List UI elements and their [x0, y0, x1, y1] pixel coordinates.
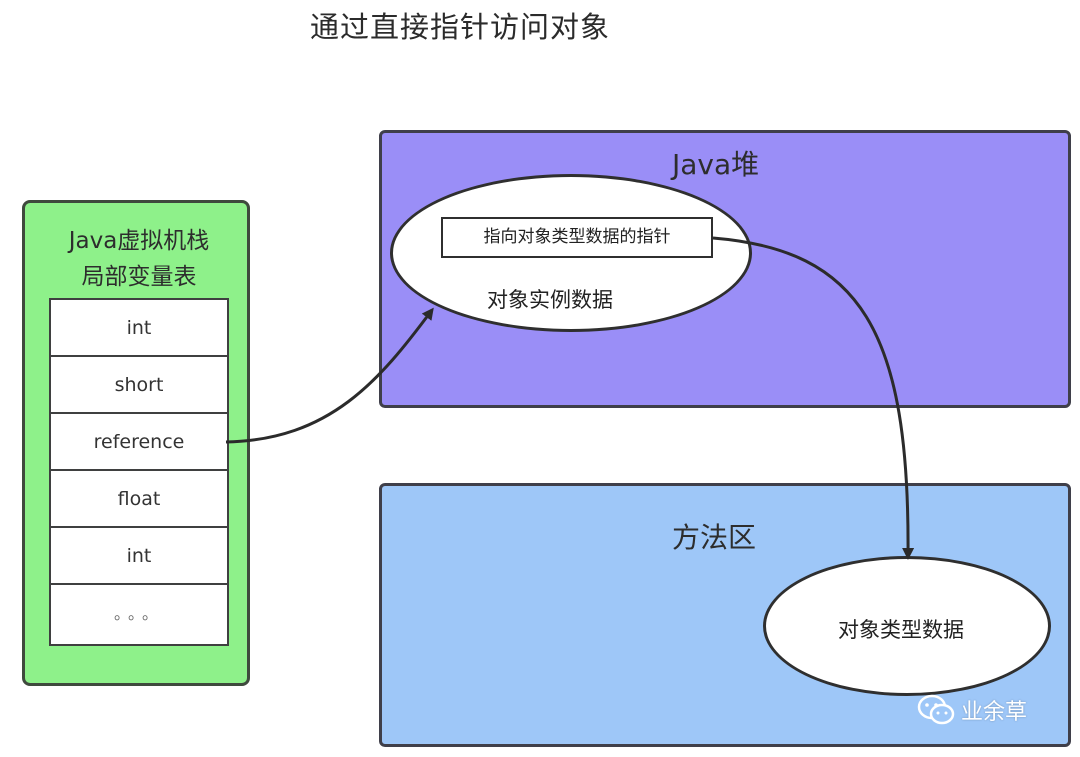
slot-int-2: int [51, 528, 227, 585]
type-data-label: 对象类型数据 [838, 618, 964, 642]
method-area-label: 方法区 [672, 521, 757, 554]
diagram-title: 通过直接指针访问对象 [309, 10, 610, 44]
reference-to-instance-arrow [225, 307, 434, 444]
slot-ellipsis: 。。。 [113, 604, 164, 623]
stack-label-line1: Java虚拟机栈 [68, 228, 210, 254]
type-data-ellipse [763, 556, 1051, 696]
slot-int: int [51, 300, 227, 357]
slot-reference: reference [51, 414, 227, 471]
pointer-to-type-data-arrow [712, 236, 915, 560]
type-pointer-box: 指向对象类型数据的指针 [441, 217, 713, 258]
watermark: 业余草 [917, 692, 1027, 728]
jvm-stack-box: Java虚拟机栈 局部变量表 int short reference float… [22, 200, 250, 686]
wechat-icon [917, 694, 955, 725]
heap-label: Java堆 [672, 148, 760, 181]
watermark-text: 业余草 [961, 700, 1028, 725]
instance-data-label: 对象实例数据 [487, 288, 613, 312]
slot-short: short [51, 357, 227, 414]
slot-float: float [51, 471, 227, 528]
local-variable-table: int short reference float int 。。。 [49, 298, 229, 646]
stack-label-line2: 局部变量表 [81, 264, 197, 290]
